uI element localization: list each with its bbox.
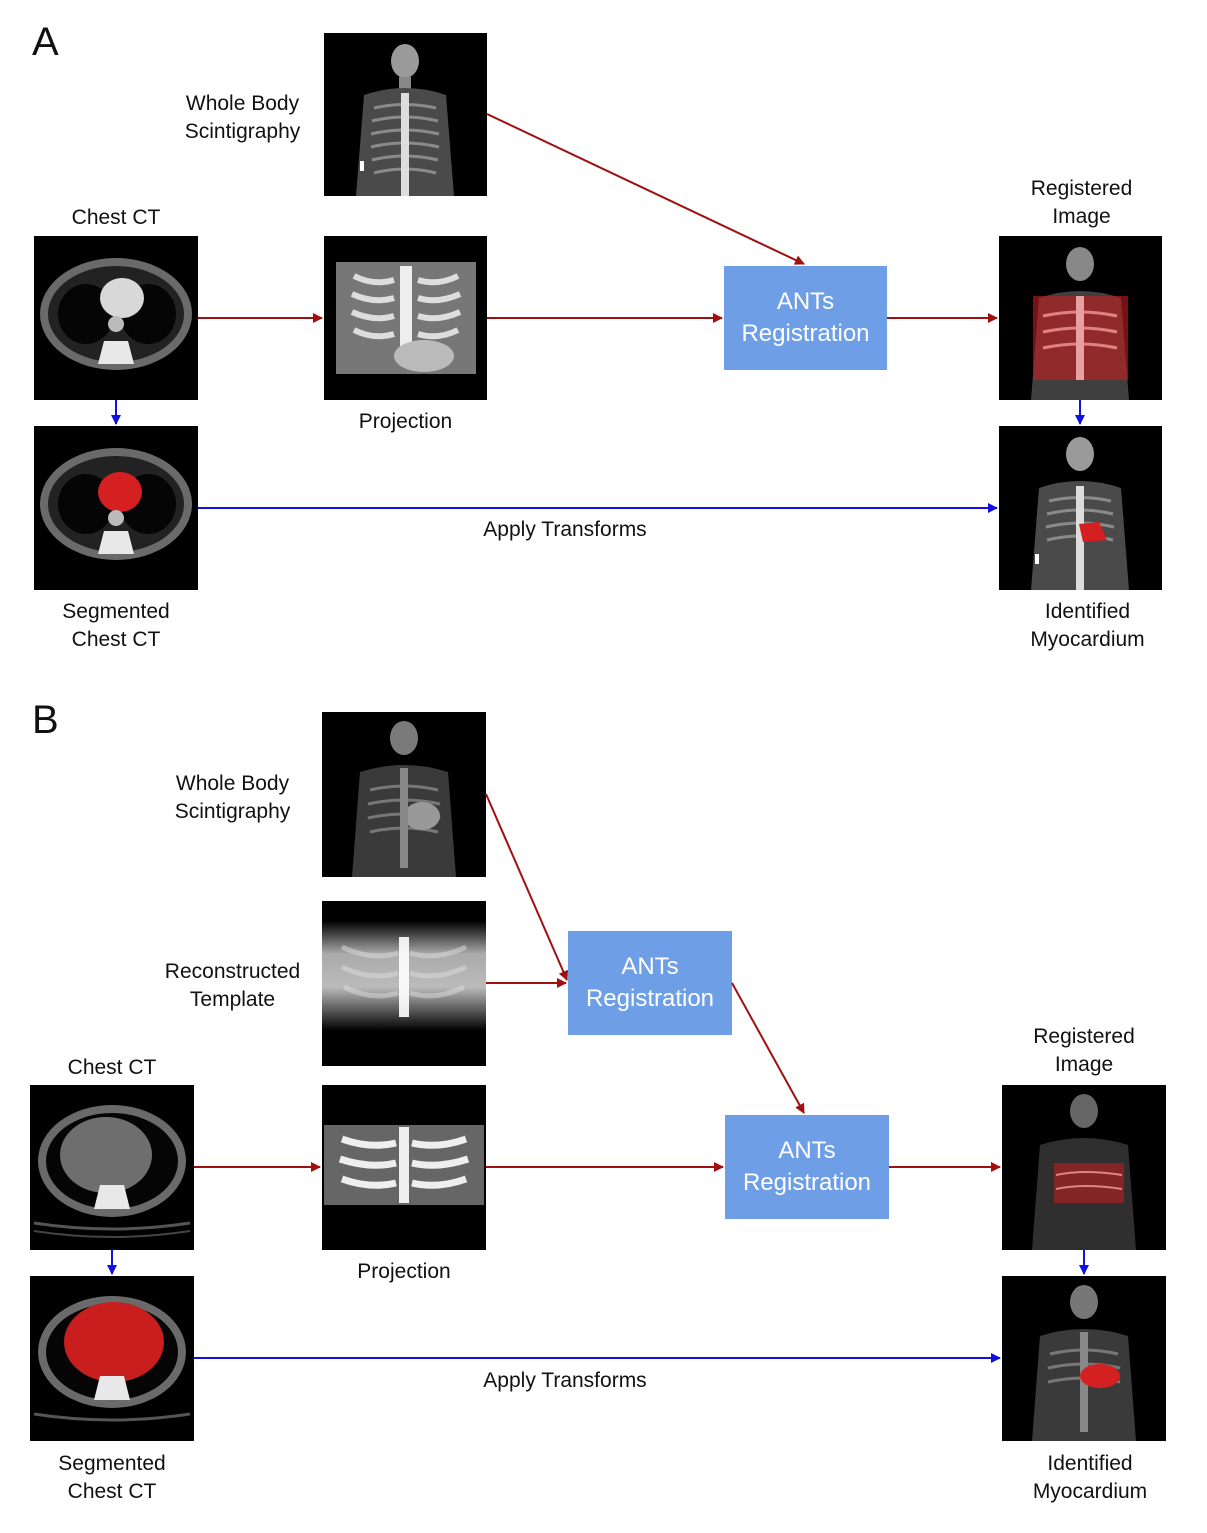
panel-letter-b: B <box>32 698 59 742</box>
ants-registration-box-a: ANTs Registration <box>724 266 887 370</box>
projection-image-a <box>324 236 487 400</box>
projection-image-b <box>322 1085 486 1250</box>
identified-image-b <box>1002 1276 1166 1441</box>
segmented-label-a: Segmented Chest CT <box>62 600 170 651</box>
apply-transforms-label-a: Apply Transforms <box>483 518 647 541</box>
identified-label-a: Identified Myocardium <box>1030 600 1145 651</box>
segmented-label-b: Segmented Chest CT <box>58 1452 166 1503</box>
ants-registration-box-b2: ANTs Registration <box>725 1115 889 1219</box>
apply-transforms-label-b: Apply Transforms <box>483 1369 647 1392</box>
wbs-label-b: Whole Body Scintigraphy <box>174 772 291 823</box>
arrow-ants1-to-ants2-b <box>731 982 805 1114</box>
projection-label-a: Projection <box>358 410 453 433</box>
registered-label-a: Registered Image <box>1030 177 1133 228</box>
wbs-image-b <box>322 712 486 877</box>
registered-label-b: Registered Image <box>1033 1025 1135 1076</box>
wbs-label-a: Whole Body Scintigraphy <box>184 92 301 143</box>
arrow-wbs-to-ants1-b <box>485 793 568 981</box>
arrow-wbs-to-ants-a <box>486 113 805 265</box>
segmented-ct-image-b <box>30 1276 194 1441</box>
chest-ct-image-a <box>34 236 198 400</box>
template-image-b <box>322 901 486 1066</box>
ants-registration-box-b1: ANTs Registration <box>568 931 732 1035</box>
projection-label-b: Projection <box>357 1260 451 1283</box>
registered-image-b <box>1002 1085 1166 1250</box>
panel-letter-a: A <box>32 20 59 64</box>
template-label-b: Reconstructed Template <box>164 960 301 1011</box>
registered-image-a <box>999 236 1162 400</box>
wbs-image-a <box>324 33 487 196</box>
chest-ct-label-b: Chest CT <box>67 1056 157 1079</box>
segmented-ct-image-a <box>34 426 198 590</box>
identified-label-b: Identified Myocardium <box>1032 1452 1148 1503</box>
chest-ct-image-b <box>30 1085 194 1250</box>
identified-image-a <box>999 426 1162 590</box>
chest-ct-label-a: Chest CT <box>71 206 161 229</box>
